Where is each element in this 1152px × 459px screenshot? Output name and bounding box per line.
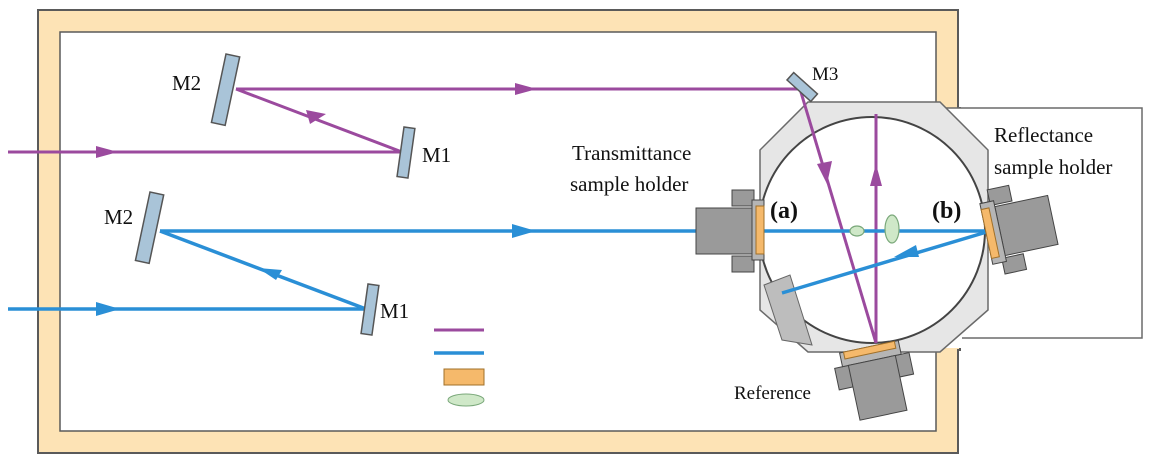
holder-body — [847, 354, 908, 421]
lens-large — [884, 214, 900, 244]
mirror-m3 — [785, 71, 819, 103]
legend — [434, 328, 485, 407]
holder-clamp-bottom — [1001, 253, 1028, 275]
purple-beam-m3-to-reference — [798, 88, 878, 344]
reflectance-sample — [980, 207, 1000, 260]
legend-sample-box — [443, 368, 485, 386]
holder-body — [695, 207, 753, 255]
blue-arrow — [96, 302, 120, 316]
label-reflectance-1: Reflectance — [994, 123, 1093, 147]
sphere-baffle — [763, 274, 813, 346]
purple-arrow — [870, 164, 882, 186]
lens-small — [849, 225, 865, 237]
labels: M2 M1 M3 M2 M1 Transmittance sample hold… — [104, 64, 1112, 404]
label-m3: M3 — [812, 64, 838, 85]
reflectance-holder — [979, 184, 1059, 275]
blue-beam-reflected — [781, 229, 991, 295]
blue-arrow — [258, 268, 282, 280]
label-m2-top: M2 — [172, 71, 201, 95]
reference-holder — [834, 339, 915, 421]
blue-arrow — [894, 245, 919, 257]
label-reflectance-2: sample holder — [994, 155, 1112, 179]
blue-beam-arrows — [96, 224, 919, 316]
purple-arrow — [817, 161, 832, 184]
purple-beam-m1-to-m2 — [235, 87, 403, 154]
label-port-b: (b) — [932, 198, 961, 224]
mirrors — [134, 53, 819, 336]
holder-clamp-top — [731, 189, 755, 207]
mirror-m2-top — [210, 53, 241, 127]
integrating-sphere — [758, 101, 989, 353]
label-transmittance-1: Transmittance — [572, 141, 691, 165]
transmittance-sample — [755, 205, 765, 255]
label-m1-top: M1 — [422, 143, 451, 167]
purple-arrow — [96, 146, 118, 158]
label-transmittance-2: sample holder — [570, 172, 688, 196]
purple-arrow — [515, 83, 537, 95]
mirror-m2-bottom — [134, 191, 165, 265]
mirror-m1-bottom — [360, 283, 380, 336]
mirror-m1-top — [396, 126, 416, 179]
transmittance-holder — [695, 189, 765, 273]
purple-beam-arrows — [96, 83, 882, 186]
label-reference: Reference — [734, 383, 811, 404]
legend-lens — [447, 393, 485, 407]
label-m1-bottom: M1 — [380, 299, 409, 323]
blue-arrow — [512, 224, 536, 238]
reference-sample — [842, 340, 897, 360]
label-m2-bottom: M2 — [104, 205, 133, 229]
label-port-a: (a) — [770, 198, 798, 224]
purple-arrow — [306, 110, 326, 124]
holder-clamp-bottom — [731, 255, 755, 273]
holder-body — [994, 194, 1059, 257]
sphere-lenses — [849, 214, 900, 244]
